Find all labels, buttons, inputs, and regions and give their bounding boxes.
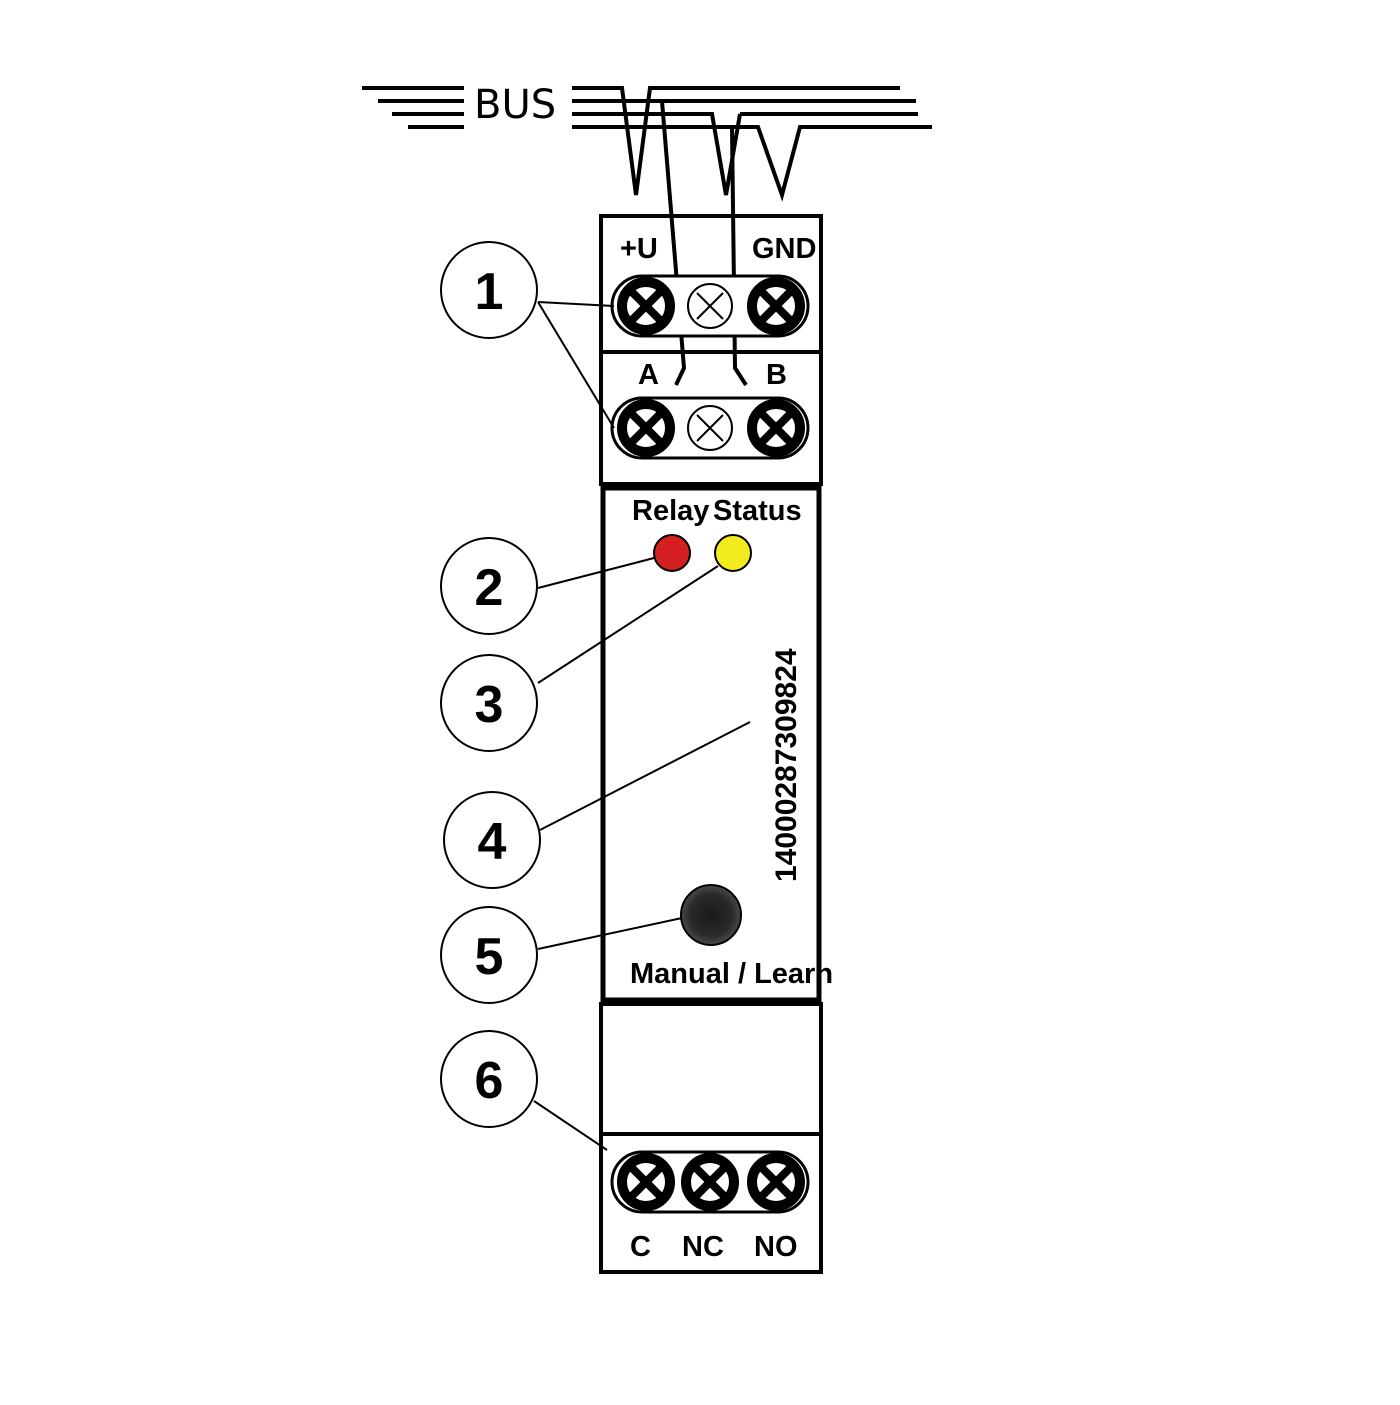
callout-number-3: 3 [475,676,504,734]
bus-label: BUS [474,82,556,128]
screw-terminal-a[interactable] [617,399,675,457]
callout-2: 2 [440,537,538,635]
terminal-label-no: NO [754,1231,798,1263]
callout-1: 1 [440,241,538,339]
screw-terminal-gnd[interactable] [747,277,805,335]
terminal-label-c: C [630,1231,651,1263]
terminal-label-plus-u: +U [620,233,658,265]
status-led [714,534,752,572]
screw-terminal-plus-u[interactable] [617,277,675,335]
callout-5: 5 [440,906,538,1004]
screw-terminal-empty [687,283,733,329]
screw-terminal-empty-2 [687,405,733,451]
screw-terminal-no[interactable] [747,1153,805,1211]
callout-6: 6 [440,1030,538,1128]
status-led-label: Status [713,495,802,527]
screw-terminal-c[interactable] [617,1153,675,1211]
manual-learn-label: Manual / Learn [630,958,833,990]
callout-number-4: 4 [478,813,507,871]
relay-led-label: Relay [632,495,709,527]
callout-number-2: 2 [475,559,504,617]
callout-number-1: 1 [475,263,504,321]
terminal-label-b: B [766,359,787,391]
serial-number: 14000287309824 [770,648,803,882]
bus-lines-right [572,86,932,387]
terminal-label-nc: NC [682,1231,724,1263]
callout-number-5: 5 [475,928,504,986]
terminal-label-a: A [638,359,659,391]
terminal-label-gnd: GND [752,233,816,265]
manual-learn-button[interactable] [680,884,742,946]
relay-terminal-block [610,1150,810,1214]
screw-terminal-b[interactable] [747,399,805,457]
bus-terminal-block [610,396,810,460]
relay-led [653,534,691,572]
callout-3: 3 [440,654,538,752]
callout-leader-lines [533,301,751,1151]
bus-lines-left [362,86,464,129]
power-terminal-block [610,274,810,338]
callout-number-6: 6 [475,1052,504,1110]
device-housing [599,214,823,1274]
callout-4: 4 [443,791,541,889]
screw-terminal-nc[interactable] [681,1153,739,1211]
